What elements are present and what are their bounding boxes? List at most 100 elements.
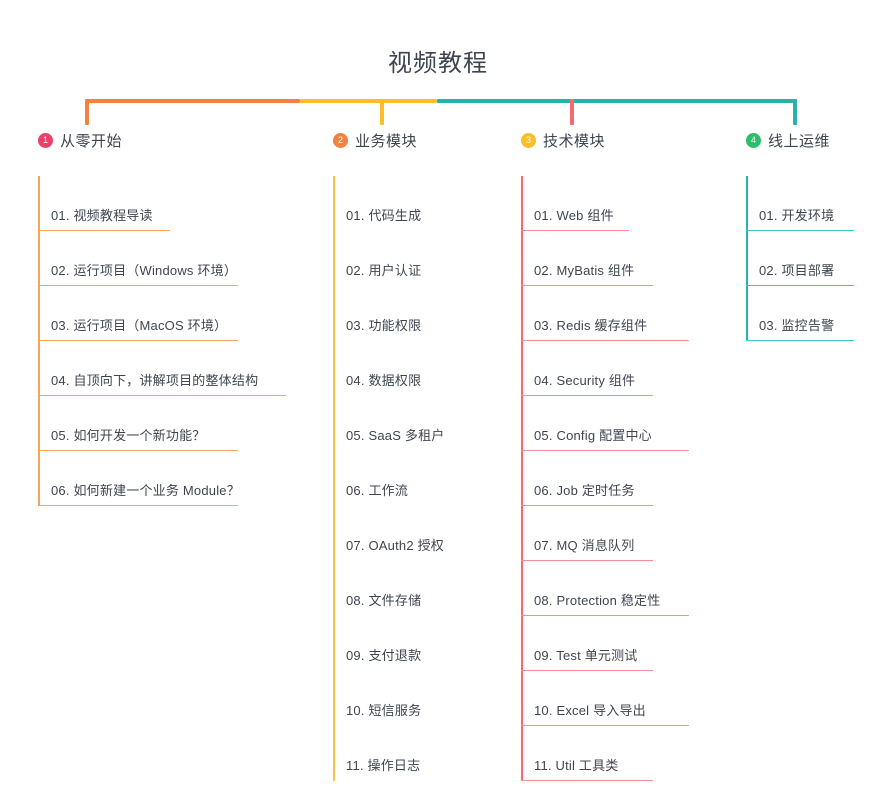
- list-item-underline: [521, 560, 653, 561]
- list-item-label: 01. 开发环境: [759, 208, 835, 223]
- column-title-2: 业务模块: [355, 132, 418, 150]
- list-item-label: 09. 支付退款: [346, 648, 422, 663]
- list-item-underline: [521, 450, 689, 451]
- list-item-label: 08. 文件存储: [346, 593, 422, 608]
- column-badge-4: 4: [746, 132, 761, 148]
- column-spine-2: [333, 176, 335, 781]
- list-item[interactable]: 08. Protection 稳定性: [521, 561, 736, 616]
- list-item[interactable]: 10. 短信服务: [333, 671, 518, 726]
- list-item[interactable]: 08. 文件存储: [333, 561, 518, 616]
- page-title: 视频教程: [388, 50, 488, 77]
- list-item-underline: [38, 285, 238, 286]
- list-item[interactable]: 01. Web 组件: [521, 176, 736, 231]
- list-item-label: 01. 代码生成: [346, 208, 422, 223]
- list-item-label: 03. 功能权限: [346, 318, 422, 333]
- list-item[interactable]: 02. 运行项目（Windows 环境）: [38, 231, 328, 286]
- list-item[interactable]: 01. 视频教程导读: [38, 176, 328, 231]
- column-title-4: 线上运维: [768, 132, 831, 150]
- column-header-3[interactable]: 3 技术模块: [521, 128, 736, 152]
- list-item-label: 05. Config 配置中心: [534, 428, 652, 443]
- list-item[interactable]: 09. 支付退款: [333, 616, 518, 671]
- list-item-underline: [333, 780, 441, 781]
- list-item[interactable]: 09. Test 单元测试: [521, 616, 736, 671]
- list-item-underline: [746, 285, 854, 286]
- column-items-4: 01. 开发环境 02. 项目部署 03. 监控告警: [746, 176, 864, 341]
- list-item-underline: [521, 285, 653, 286]
- list-item-label: 04. Security 组件: [534, 373, 636, 388]
- list-item-label: 08. Protection 稳定性: [534, 593, 661, 608]
- list-item[interactable]: 11. 操作日志: [333, 726, 518, 781]
- list-item-label: 04. 自顶向下，讲解项目的整体结构: [51, 373, 259, 388]
- list-item-label: 06. Job 定时任务: [534, 483, 635, 498]
- list-item-label: 09. Test 单元测试: [534, 648, 638, 663]
- list-item-label: 11. 操作日志: [346, 758, 421, 773]
- list-item-underline: [38, 230, 170, 231]
- list-item[interactable]: 06. Job 定时任务: [521, 451, 736, 506]
- list-item-label: 03. 监控告警: [759, 318, 835, 333]
- list-item[interactable]: 11. Util 工具类: [521, 726, 736, 781]
- list-item-label: 10. Excel 导入导出: [534, 703, 646, 718]
- list-item-label: 06. 工作流: [346, 483, 409, 498]
- list-item[interactable]: 02. 项目部署: [746, 231, 864, 286]
- list-item-label: 02. MyBatis 组件: [534, 263, 635, 278]
- column-badge-3: 3: [521, 132, 536, 148]
- list-item[interactable]: 03. Redis 缓存组件: [521, 286, 736, 341]
- column-header-4[interactable]: 4 线上运维: [746, 128, 864, 152]
- list-item[interactable]: 03. 功能权限: [333, 286, 518, 341]
- list-item-underline: [521, 615, 689, 616]
- mindmap-column-3: 3 技术模块 01. Web 组件 02. MyBatis 组件 03. Redis 缓…: [521, 128, 736, 781]
- list-item-label: 01. 视频教程导读: [51, 208, 153, 223]
- mindmap-column-4: 4 线上运维 01. 开发环境 02. 项目部署 03. 监控告警: [746, 128, 864, 341]
- list-item-underline: [38, 450, 238, 451]
- list-item[interactable]: 06. 工作流: [333, 451, 518, 506]
- list-item[interactable]: 07. OAuth2 授权: [333, 506, 518, 561]
- list-item-underline: [521, 670, 653, 671]
- list-item-underline: [521, 340, 689, 341]
- list-item[interactable]: 02. 用户认证: [333, 231, 518, 286]
- column-badge-2: 2: [333, 132, 348, 148]
- list-item[interactable]: 10. Excel 导入导出: [521, 671, 736, 726]
- list-item[interactable]: 01. 代码生成: [333, 176, 518, 231]
- list-item[interactable]: 07. MQ 消息队列: [521, 506, 736, 561]
- list-item-label: 10. 短信服务: [346, 703, 422, 718]
- column-spine-1: [38, 176, 40, 506]
- column-spine-3: [521, 176, 523, 781]
- mindmap-column-2: 2 业务模块 01. 代码生成 02. 用户认证 03. 功能权限 04. 数据权限 05.…: [333, 128, 518, 781]
- list-item[interactable]: 05. SaaS 多租户: [333, 396, 518, 451]
- list-item-label: 04. 数据权限: [346, 373, 422, 388]
- list-item-label: 01. Web 组件: [534, 208, 614, 223]
- list-item-label: 02. 运行项目（Windows 环境）: [51, 263, 238, 278]
- list-item-underline: [38, 340, 238, 341]
- column-badge-1: 1: [38, 132, 53, 148]
- list-item-underline: [521, 505, 653, 506]
- list-item-label: 11. Util 工具类: [534, 758, 619, 773]
- list-item-label: 05. SaaS 多租户: [346, 428, 445, 443]
- list-item-underline: [521, 395, 653, 396]
- list-item[interactable]: 04. Security 组件: [521, 341, 736, 396]
- list-item[interactable]: 04. 数据权限: [333, 341, 518, 396]
- list-item-underline: [521, 780, 653, 781]
- column-items-3: 01. Web 组件 02. MyBatis 组件 03. Redis 缓存组件 04…: [521, 176, 736, 781]
- list-item-label: 03. Redis 缓存组件: [534, 318, 648, 333]
- list-item[interactable]: 02. MyBatis 组件: [521, 231, 736, 286]
- list-item-label: 02. 用户认证: [346, 263, 422, 278]
- list-item-label: 07. OAuth2 授权: [346, 538, 444, 553]
- list-item-label: 07. MQ 消息队列: [534, 538, 635, 553]
- list-item[interactable]: 01. 开发环境: [746, 176, 864, 231]
- column-items-2: 01. 代码生成 02. 用户认证 03. 功能权限 04. 数据权限 05. SaaS…: [333, 176, 518, 781]
- list-item[interactable]: 03. 监控告警: [746, 286, 864, 341]
- column-spine-4: [746, 176, 748, 341]
- list-item[interactable]: 05. Config 配置中心: [521, 396, 736, 451]
- list-item-label: 03. 运行项目（MacOS 环境）: [51, 318, 228, 333]
- list-item[interactable]: 06. 如何新建一个业务 Module？: [38, 451, 328, 506]
- list-item[interactable]: 04. 自顶向下，讲解项目的整体结构: [38, 341, 328, 396]
- column-title-3: 技术模块: [543, 132, 606, 150]
- list-item-label: 06. 如何新建一个业务 Module？: [51, 483, 240, 498]
- list-item[interactable]: 03. 运行项目（MacOS 环境）: [38, 286, 328, 341]
- list-item[interactable]: 05. 如何开发一个新功能？: [38, 396, 328, 451]
- column-header-2[interactable]: 2 业务模块: [333, 128, 518, 152]
- list-item-underline: [38, 395, 286, 396]
- list-item-underline: [38, 505, 238, 506]
